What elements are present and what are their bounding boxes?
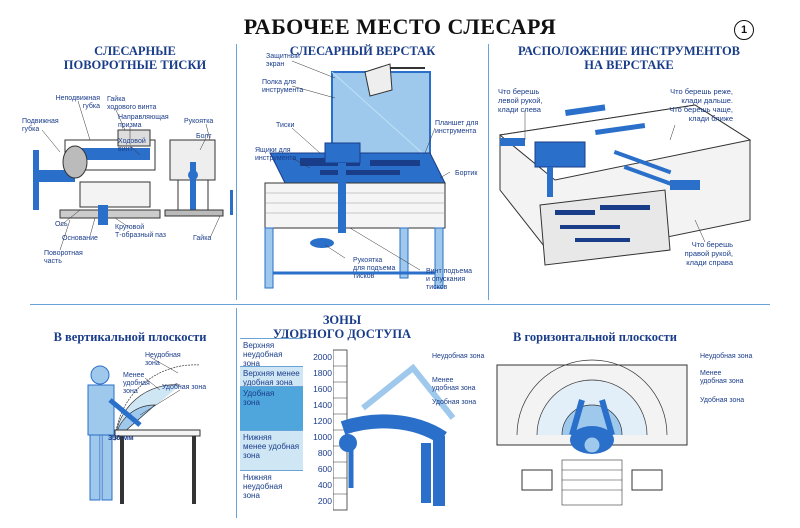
label-v-inconvenient: Неудобная зона bbox=[145, 352, 181, 367]
label-movable-jaw: Подвижная губка bbox=[22, 118, 59, 133]
poster-title: РАБОЧЕЕ МЕСТО СЛЕСАРЯ bbox=[243, 14, 557, 39]
zone-band: Нижняя неудобная зона bbox=[240, 470, 303, 516]
bench-illustration bbox=[264, 60, 451, 289]
horizontal-heading: В горизонтальной плоскости bbox=[513, 330, 677, 344]
zone-tick-label: 1600 bbox=[313, 384, 332, 394]
label-axis: Ось bbox=[55, 221, 68, 228]
label-base: Основание bbox=[62, 235, 98, 242]
divider-right bbox=[488, 44, 489, 300]
label-lift-handle: Рукоятка для подъема тисков bbox=[353, 257, 396, 280]
zone-band: Нижняя менее удобная зона bbox=[240, 430, 303, 470]
zones-heading: ЗОНЫ УДОБНОГО ДОСТУПА bbox=[272, 313, 412, 341]
label-tool-tablet: Планшет для инструмента bbox=[435, 120, 479, 135]
zone-tick-label: 200 bbox=[317, 496, 332, 506]
label-bench-vise: Тиски bbox=[276, 122, 295, 129]
label-h-right-less: Менее удобная зона bbox=[700, 370, 744, 385]
divider-bottom-left bbox=[236, 308, 237, 518]
horizontal-plane-illustration bbox=[496, 359, 688, 506]
label-v-convenient: Удобная зона bbox=[162, 384, 207, 391]
label-left-hand: Что берешь левой рукой, клади слева bbox=[498, 87, 543, 114]
label-v-size: 350 мм bbox=[108, 433, 134, 442]
label-screen: Защитный экран bbox=[266, 53, 300, 68]
label-rare-frequent: Что берешь реже, клади дальше. Что береш… bbox=[669, 87, 733, 123]
zone-tick-label: 1800 bbox=[313, 368, 332, 378]
vise-heading: СЛЕСАРНЫЕ ПОВОРОТНЫЕ ТИСКИ bbox=[63, 44, 207, 72]
label-h-left-less: Менее удобная зона bbox=[432, 377, 476, 392]
zone-band: Верхняя неудобная зона bbox=[240, 338, 303, 368]
label-h-left-inconvenient: Неудобная зона bbox=[432, 353, 485, 360]
zone-tick-label: 2000 bbox=[313, 352, 332, 362]
vertical-plane-illustration bbox=[87, 356, 201, 504]
label-h-right-inconvenient: Неудобная зона bbox=[700, 353, 753, 360]
label-lift-screw: Винт подъема и опускания тисков bbox=[426, 268, 473, 291]
label-guide-prism: Направляющая призма bbox=[118, 114, 169, 129]
tool-layout-illustration bbox=[498, 104, 752, 266]
zone-band: Верхняя менее удобная зона bbox=[240, 366, 303, 387]
label-t-slot: Круговой Т-образный паз bbox=[115, 224, 166, 239]
label-tool-shelf: Полка для инструмента bbox=[262, 79, 304, 94]
zones-figure bbox=[333, 349, 456, 511]
label-handle: Рукоятка bbox=[184, 118, 214, 125]
divider-left bbox=[236, 44, 237, 300]
label-guide-nut: Гайка ходового винта bbox=[107, 96, 157, 111]
bench-heading: СЛЕСАРНЫЙ ВЕРСТАК bbox=[289, 44, 436, 58]
label-right-hand: Что берешь правой рукой, клади справа bbox=[684, 240, 733, 267]
zone-band: Удобная зона bbox=[240, 386, 303, 430]
divider-horizontal bbox=[30, 304, 770, 305]
zone-tick-label: 1200 bbox=[313, 416, 332, 426]
label-nut: Гайка bbox=[193, 235, 212, 242]
zone-tick-label: 600 bbox=[317, 464, 332, 474]
page-number: 1 bbox=[734, 20, 754, 40]
zone-tick-label: 1000 bbox=[313, 432, 332, 442]
label-drawers: Ящики для инструмента bbox=[255, 147, 297, 162]
label-lead-screw: Ходовой винт bbox=[118, 138, 146, 153]
label-v-less: Менее удобная зона bbox=[123, 372, 150, 395]
vertical-heading: В вертикальной плоскости bbox=[53, 330, 207, 344]
label-h-right-convenient: Удобная зона bbox=[700, 397, 745, 404]
zone-tick-label: 800 bbox=[317, 448, 332, 458]
zone-tick-label: 400 bbox=[317, 480, 332, 490]
label-bolt: Болт bbox=[196, 133, 212, 140]
label-fixed-jaw: Неподвижная губка bbox=[55, 95, 100, 110]
label-swivel: Поворотная часть bbox=[44, 250, 83, 265]
zone-tick-label: 1400 bbox=[313, 400, 332, 410]
layout-heading: РАСПОЛОЖЕНИЕ ИНСТРУМЕНТОВ НА ВЕРСТАКЕ bbox=[517, 44, 741, 72]
label-h-left-convenient: Удобная зона bbox=[432, 399, 477, 406]
vise-illustration bbox=[33, 100, 233, 251]
label-side: Бортик bbox=[455, 170, 478, 177]
